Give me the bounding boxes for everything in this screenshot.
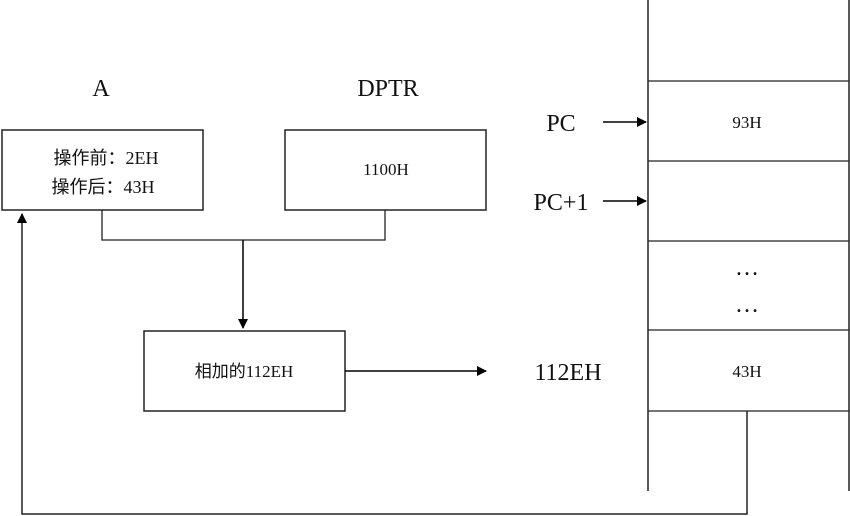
adder-text: 相加的112EH xyxy=(195,362,294,381)
memory-cell-pc-value: 93H xyxy=(732,113,761,132)
memory-ellipsis: … xyxy=(735,255,759,281)
pc-label: PC xyxy=(546,111,575,137)
memory-cell-target-value: 43H xyxy=(732,362,761,381)
address-label: 112EH xyxy=(534,360,601,386)
dptr-label: DPTR xyxy=(357,76,418,102)
merge-connector xyxy=(101,210,386,241)
memory-ellipsis: … xyxy=(735,292,759,318)
register-a-before: 操作前：2EH xyxy=(54,148,159,168)
register-a-label: A xyxy=(92,76,110,102)
pc-plus-1-label: PC+1 xyxy=(534,190,589,216)
register-a-box xyxy=(1,129,204,211)
dptr-value: 1100H xyxy=(363,160,409,179)
feedback-arrow xyxy=(17,213,748,515)
register-a-after: 操作后：43H xyxy=(52,177,155,197)
